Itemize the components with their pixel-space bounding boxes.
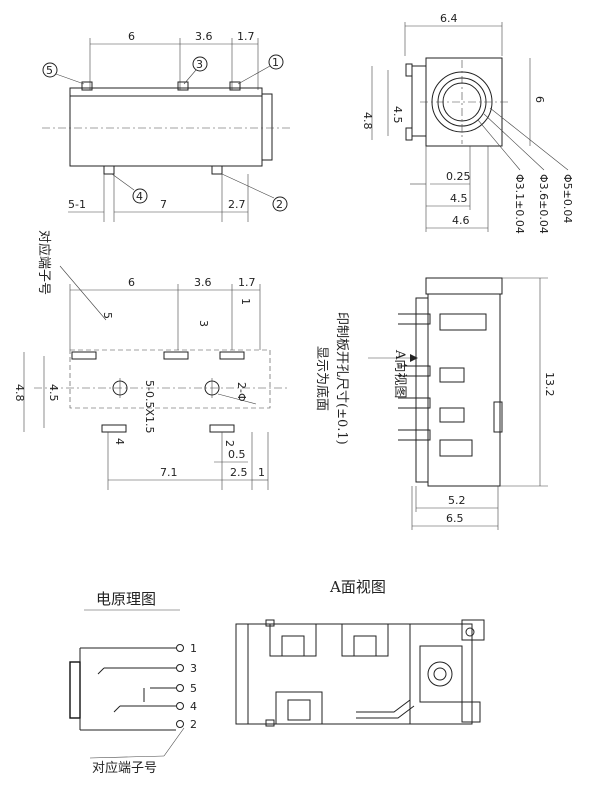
dim-4-5: 4.5 — [391, 106, 404, 124]
top-left-elevation: 6 3.6 1.7 5 3 1 4 2 — [42, 30, 292, 222]
svg-text:4: 4 — [113, 438, 126, 445]
dim-0-25: 0.25 — [446, 170, 471, 183]
pcb-hole-layout: 对应端子号 6 3.6 1.7 5 3 1 5-0.5X1.5 2-Φ — [13, 230, 349, 490]
side-view: A向视图 13.2 5.2 6.5 — [368, 277, 556, 530]
pcb-dim-4-5: 4.5 — [47, 384, 60, 402]
pcb-dim-1: 1 — [258, 466, 265, 479]
svg-text:5: 5 — [46, 64, 53, 77]
pcb-dim-4-8: 4.8 — [13, 384, 26, 402]
dim-4-5-bottom: 4.5 — [450, 192, 468, 205]
slot-spec: 5-0.5X1.5 — [143, 380, 156, 434]
dia-3-1: Φ3.1±0.04 — [513, 174, 526, 234]
pin-callout-4 — [132, 188, 148, 204]
pin-callout-2 — [272, 196, 288, 212]
pcb-note-line1: 印制板开孔尺寸(±0.1) — [334, 312, 349, 445]
schematic-pin-2: 2 — [190, 718, 197, 731]
dim-7: 7 — [160, 198, 167, 211]
dim-13-2: 13.2 — [543, 372, 556, 397]
a-face-view: A面视图 — [235, 578, 485, 727]
dim-5-2: 5.2 — [448, 494, 466, 507]
schematic: 电原理图 1 3 5 4 2 对应端子号 — [69, 590, 197, 776]
dia-5: Φ5±0.04 — [561, 174, 574, 223]
pin-callout-1 — [268, 54, 284, 70]
pin-callout-5 — [42, 62, 58, 78]
dim-6: 6 — [533, 96, 546, 103]
schematic-pin-5: 5 — [190, 682, 197, 695]
pcb-dim-1-7: 1.7 — [238, 276, 256, 289]
dim-6-5: 6.5 — [446, 512, 464, 525]
hole-spec: 2-Φ — [235, 382, 248, 402]
schematic-title: 电原理图 — [96, 590, 156, 608]
dim-2-7: 2.7 — [228, 198, 246, 211]
svg-text:2: 2 — [276, 198, 283, 211]
pcb-dim-2-5: 2.5 — [230, 466, 248, 479]
dim-6: 6 — [128, 30, 135, 43]
a-view-title: A面视图 — [329, 578, 386, 596]
pcb-dim-3-6: 3.6 — [194, 276, 212, 289]
dim-5-1: 5-1 — [68, 198, 86, 211]
schematic-pin-3: 3 — [190, 662, 197, 675]
dim-4-8: 4.8 — [361, 112, 374, 130]
svg-text:5: 5 — [101, 312, 114, 319]
pin-callout-3 — [192, 56, 208, 72]
schematic-caption: 对应端子号 — [92, 760, 157, 776]
svg-text:1: 1 — [272, 56, 279, 69]
terminal-no-label: 对应端子号 — [36, 230, 52, 295]
a-direction-label: A向视图 — [392, 349, 408, 398]
dim-4-6: 4.6 — [452, 214, 470, 227]
schematic-pin-4: 4 — [190, 700, 197, 713]
pcb-dim-6: 6 — [128, 276, 135, 289]
svg-text:2: 2 — [223, 440, 236, 447]
svg-text:3: 3 — [196, 58, 203, 71]
pcb-dim-0-5: 0.5 — [228, 448, 246, 461]
top-right-front-view: 6.4 4.8 4.5 6 Φ3.1±0.04 Φ3.6±0.04 Φ5±0.0… — [361, 12, 574, 234]
schematic-pin-1: 1 — [190, 642, 197, 655]
dim-6-4: 6.4 — [440, 12, 458, 25]
dim-1-7: 1.7 — [237, 30, 255, 43]
dim-3-6: 3.6 — [195, 30, 213, 43]
pcb-note-line2: 显示为底面 — [314, 346, 330, 411]
pcb-dim-7-1: 7.1 — [160, 466, 178, 479]
dia-3-6: Φ3.6±0.04 — [537, 174, 550, 234]
svg-text:1: 1 — [239, 298, 252, 305]
svg-text:4: 4 — [136, 190, 143, 203]
svg-text:3: 3 — [197, 320, 210, 327]
